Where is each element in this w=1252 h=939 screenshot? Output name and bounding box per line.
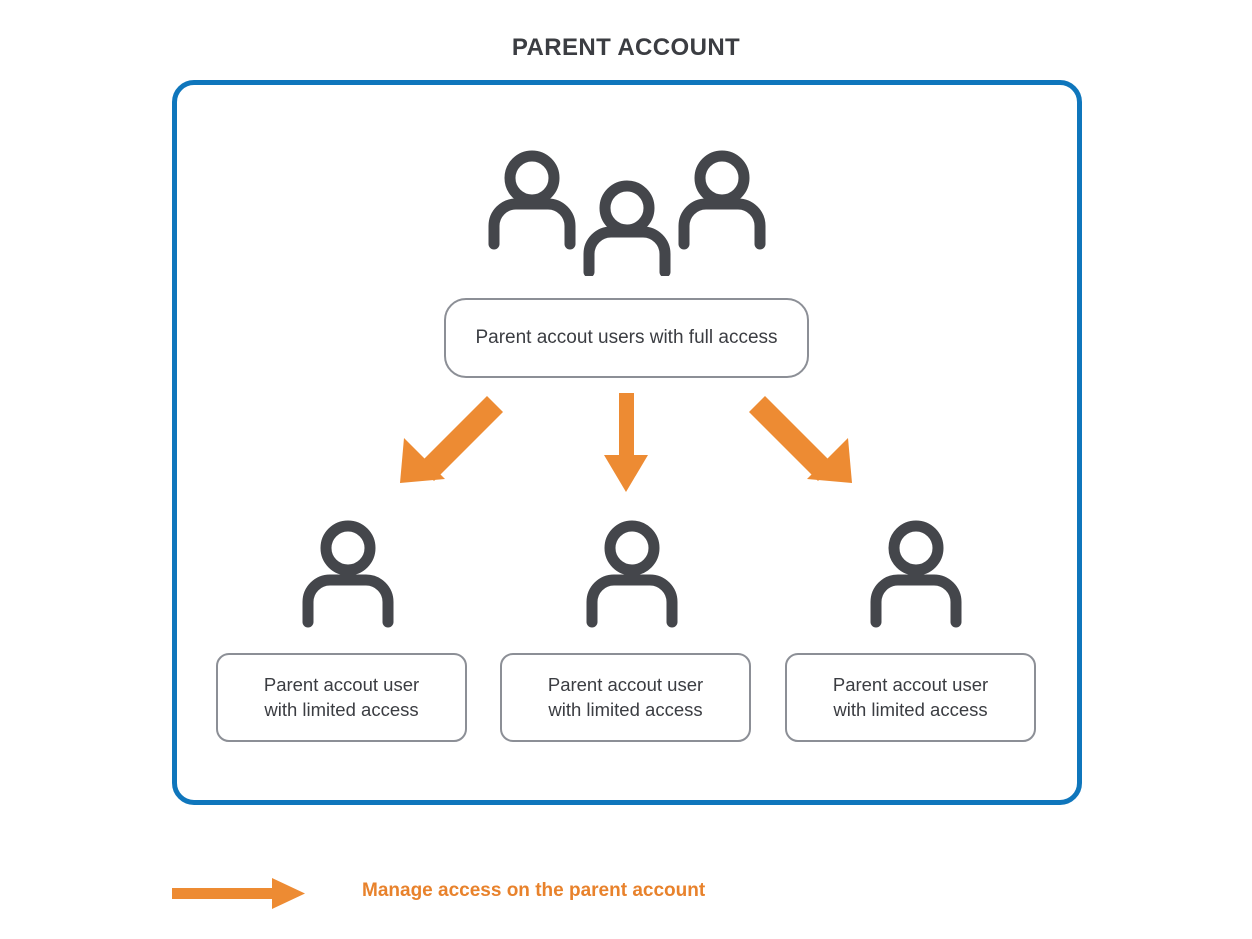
single-user-icon bbox=[580, 518, 684, 630]
child-limited-access-box: Parent accout user with limited access bbox=[216, 653, 467, 742]
child-limited-access-label: Parent accout user with limited access bbox=[264, 673, 419, 721]
child-limited-access-label: Parent accout user with limited access bbox=[833, 673, 988, 721]
label-line-1: Parent accout user bbox=[263, 674, 420, 696]
child-limited-access-box: Parent accout user with limited access bbox=[500, 653, 751, 742]
child-limited-access-label: Parent accout user with limited access bbox=[548, 673, 703, 721]
single-user-icon bbox=[296, 518, 400, 630]
label-line-2: with limited access bbox=[264, 698, 419, 720]
label-line-2: with limited access bbox=[548, 698, 703, 720]
page-title: PARENT ACCOUNT bbox=[511, 34, 741, 61]
three-users-icon bbox=[482, 146, 772, 278]
label-line-1: Parent accout user bbox=[547, 674, 704, 696]
single-user-icon bbox=[864, 518, 968, 630]
legend-label: Manage access on the parent account bbox=[362, 880, 706, 901]
right-arrow-icon bbox=[172, 876, 308, 910]
label-line-1: Parent accout user bbox=[832, 674, 989, 696]
child-limited-access-box: Parent accout user with limited access bbox=[785, 653, 1036, 742]
legend: Manage access on the parent account bbox=[172, 866, 872, 922]
parent-full-access-label: Parent accout users with full access bbox=[475, 326, 778, 348]
parent-full-access-box: Parent accout users with full access bbox=[444, 298, 809, 378]
label-line-2: with limited access bbox=[833, 698, 988, 720]
